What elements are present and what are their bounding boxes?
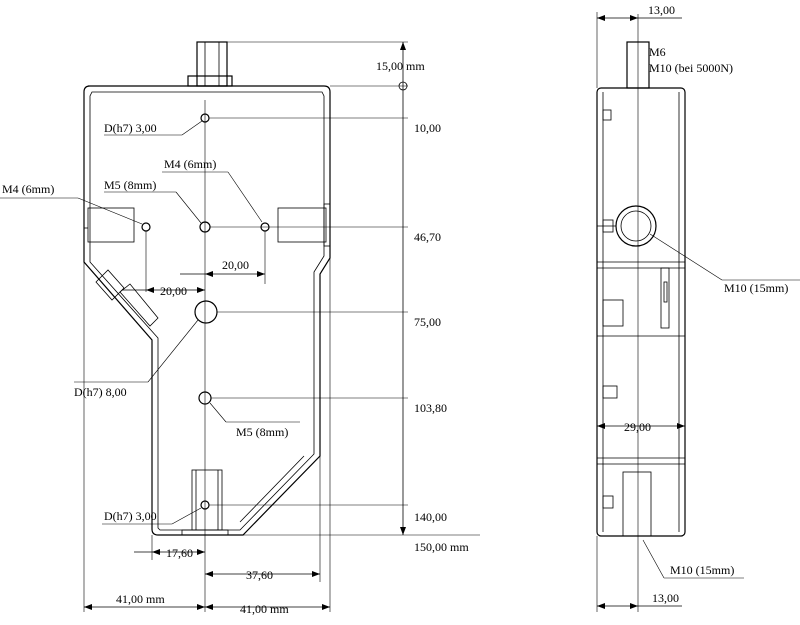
- dim-75: 75,00: [414, 315, 441, 329]
- label-m10-bottom: M10 (15mm): [670, 563, 734, 577]
- side-view: 13,00 M6 M10 (bei 5000N) M10 (15mm) 29,0…: [596, 3, 800, 612]
- dim-150: 150,00 mm: [414, 540, 469, 554]
- dim-spacing-b: 20,00: [160, 284, 187, 298]
- dim-17-60: 17,60: [166, 546, 193, 560]
- m4-hole-left: [141, 222, 151, 232]
- label-pin-top: D(h7) 3,00: [104, 121, 157, 135]
- label-bore-8: D(h7) 8,00: [74, 385, 127, 399]
- label-pin-bottom: D(h7) 3,00: [104, 509, 157, 523]
- dim-46-70: 46,70: [414, 230, 441, 244]
- dim-10: 10,00: [414, 121, 441, 135]
- body-outline: [83, 85, 331, 536]
- dim-140: 140,00: [414, 510, 447, 524]
- label-m4-right: M4 (6mm): [164, 157, 216, 171]
- label-m4-left: M4 (6mm): [2, 182, 54, 196]
- left-slot-block: [87, 207, 135, 243]
- dim-37-60: 37,60: [246, 568, 273, 582]
- top-stud: [196, 41, 228, 87]
- label-m5-upper: M5 (8mm): [104, 178, 156, 192]
- side-m10-bore: [615, 205, 657, 247]
- front-view: 15,00 mm 10,00 46,70 75,00 103,80 140,00…: [0, 41, 480, 616]
- dim-left-width: 41,00 mm: [116, 592, 165, 606]
- dim-side-bottom: 13,00: [652, 591, 679, 605]
- dim-103-80: 103,80: [414, 401, 447, 415]
- right-slot-block: [277, 207, 327, 243]
- dim-side-mid: 29,00: [624, 420, 651, 434]
- dim-15: 15,00 mm: [376, 59, 425, 73]
- bore-8mm: [194, 300, 218, 324]
- bottom-block: [191, 469, 223, 531]
- side-body: [596, 87, 686, 537]
- label-m10-load: M10 (bei 5000N): [649, 61, 733, 75]
- label-m5-lower: M5 (8mm): [236, 425, 288, 439]
- dim-right-width: 41,00 mm: [240, 602, 289, 616]
- dim-side-top: 13,00: [648, 3, 675, 17]
- dim-spacing-a: 20,00: [222, 258, 249, 272]
- label-m6: M6: [649, 45, 666, 59]
- label-m10-right: M10 (15mm): [724, 281, 788, 295]
